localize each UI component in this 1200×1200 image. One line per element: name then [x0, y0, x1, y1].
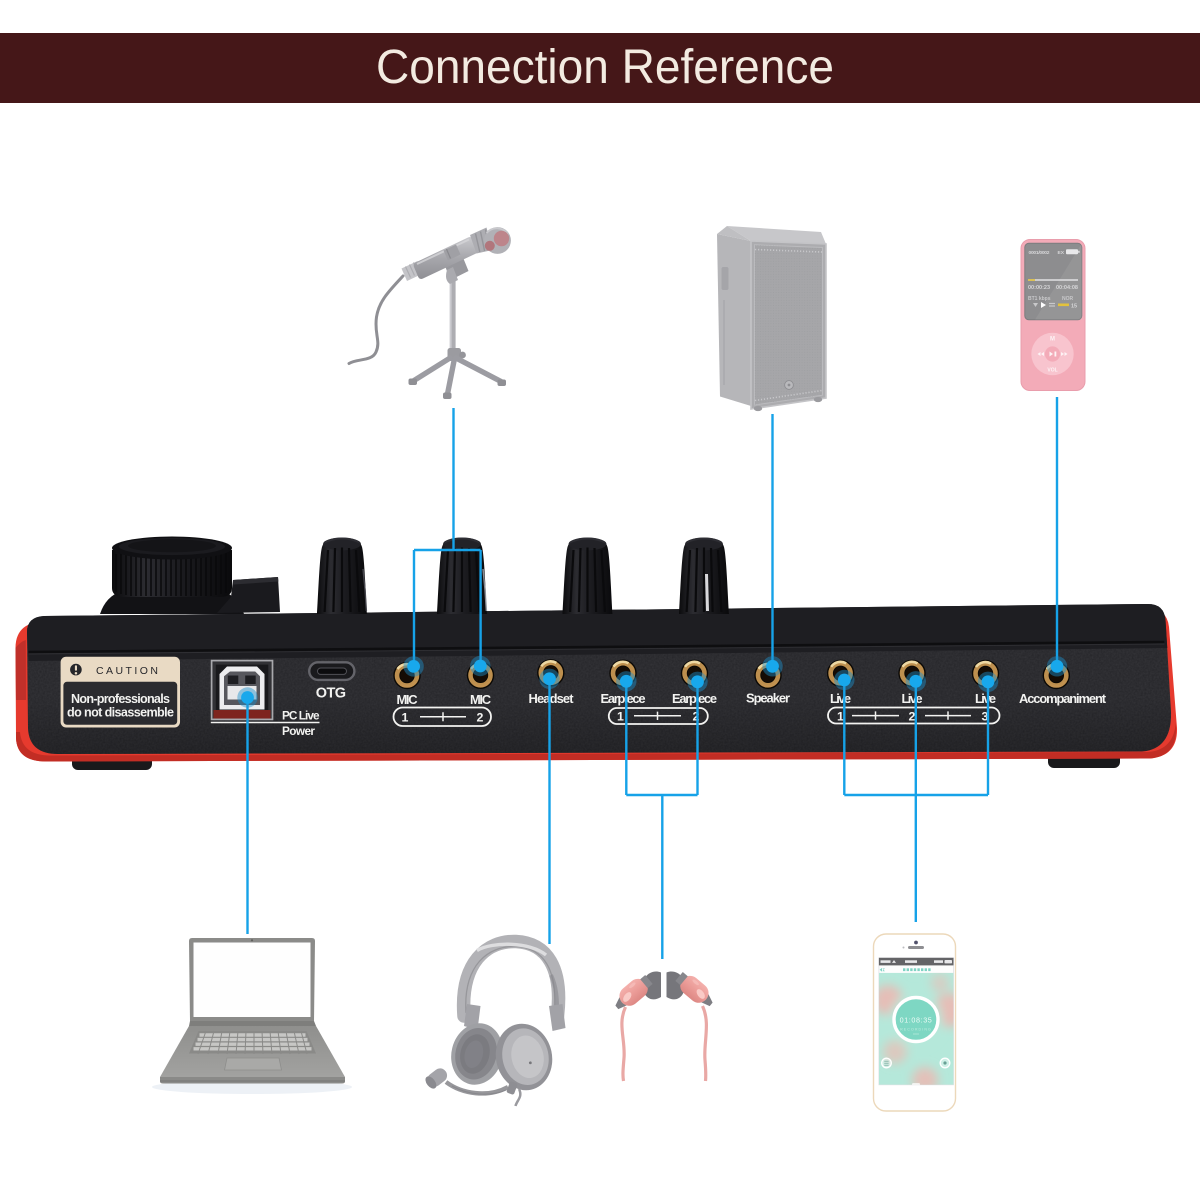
svg-text:do not disassemble: do not disassemble [67, 705, 174, 719]
svg-text:PC Live: PC Live [282, 709, 320, 723]
svg-text:RECORDING: RECORDING [900, 1028, 932, 1032]
svg-text:M: M [1050, 337, 1055, 343]
svg-text:01:08:35: 01:08:35 [900, 1016, 933, 1025]
svg-text:CAUTION: CAUTION [96, 665, 161, 677]
svg-text:3: 3 [982, 709, 989, 723]
svg-text:NOR: NOR [1062, 296, 1074, 302]
svg-text:MIC: MIC [470, 692, 491, 707]
svg-text:2: 2 [909, 709, 916, 723]
svg-text:BT1 kbps: BT1 kbps [1028, 296, 1051, 302]
svg-text:0001/0002: 0001/0002 [1029, 250, 1050, 256]
svg-text:Headset: Headset [529, 691, 575, 706]
svg-text:Live: Live [830, 691, 851, 706]
svg-text:OTG: OTG [316, 685, 348, 701]
svg-text:1: 1 [617, 710, 624, 724]
svg-text:00:00:23: 00:00:23 [1028, 285, 1050, 291]
svg-text:Connection Reference: Connection Reference [376, 41, 834, 94]
svg-text:Earpiece: Earpiece [672, 691, 717, 706]
svg-text:2: 2 [477, 711, 484, 725]
svg-text:1: 1 [402, 711, 409, 725]
svg-text:MIC: MIC [397, 692, 418, 707]
svg-text:1: 1 [837, 709, 844, 723]
svg-text:Earpiece: Earpiece [601, 691, 646, 706]
svg-text:Accompaniment: Accompaniment [1019, 691, 1107, 706]
svg-text:Live: Live [902, 691, 923, 706]
svg-text:Non-professionals: Non-professionals [71, 692, 170, 706]
svg-text:Speaker: Speaker [746, 691, 790, 706]
svg-text:VOL: VOL [1047, 368, 1057, 374]
svg-text:Power: Power [282, 724, 315, 738]
svg-text:00:04:08: 00:04:08 [1056, 285, 1078, 291]
svg-text:EX: EX [1058, 250, 1065, 256]
svg-text:☰: ☰ [884, 1061, 889, 1068]
svg-text:Live: Live [975, 691, 996, 706]
svg-text:15: 15 [1071, 304, 1077, 310]
svg-text:2: 2 [693, 710, 700, 724]
